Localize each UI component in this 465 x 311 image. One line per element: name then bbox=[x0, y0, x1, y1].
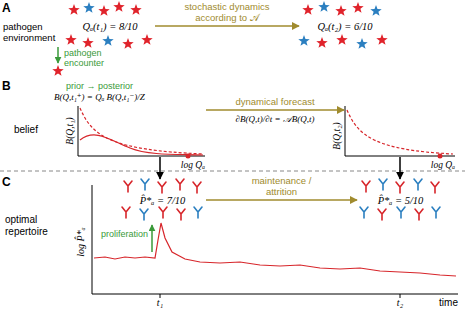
plot-axes bbox=[92, 185, 458, 294]
receptor-cluster bbox=[122, 179, 202, 220]
connector-arrow bbox=[159, 157, 161, 179]
pathogen-cluster bbox=[65, 1, 152, 49]
axis-label: time bbox=[439, 297, 458, 308]
annotation: pathogen encounter bbox=[64, 49, 114, 69]
edge-label: dynamical forecast bbox=[220, 97, 330, 107]
node-text: B(Q,t₂) bbox=[332, 122, 342, 149]
pathogen-cluster: Qₐ(t₂) = 6/10 bbox=[300, 4, 390, 48]
node-text: Qₐ(t₂) = 6/10 bbox=[317, 21, 372, 32]
equation: ∂B(Q,t)/∂t = 𝒜B(Q,t) bbox=[236, 114, 315, 125]
receptor-cluster: P̂*ₐ = 7/10 bbox=[120, 180, 205, 220]
row-label: optimal repertoire bbox=[5, 214, 67, 237]
panel-letter: C bbox=[2, 175, 11, 189]
panel-letter: B bbox=[2, 79, 11, 93]
connector-arrow bbox=[206, 199, 357, 201]
annotation: proliferation bbox=[101, 229, 148, 239]
connector-arrow bbox=[399, 157, 401, 179]
prior-curve bbox=[80, 108, 203, 154]
marker-dot bbox=[186, 154, 191, 159]
node-text: P̂*ₐ = 5/10 bbox=[378, 195, 424, 206]
separator bbox=[0, 171, 465, 172]
plot-axes bbox=[78, 106, 205, 156]
axis-label: log Qₐ bbox=[431, 160, 455, 170]
pathogen-cluster bbox=[298, 1, 387, 49]
axis-label: log Qₐ bbox=[181, 160, 205, 170]
edge-label: maintenance / attrition bbox=[242, 176, 322, 197]
tick-label: t₂ bbox=[397, 297, 403, 308]
row-label: belief bbox=[14, 124, 38, 135]
node-text: Qₐ(t₁) = 8/10 bbox=[82, 21, 137, 32]
encounter-arrow bbox=[57, 47, 59, 63]
encountered-pathogen bbox=[52, 65, 63, 76]
connector-arrow bbox=[206, 109, 344, 111]
posterior-curve bbox=[80, 135, 203, 155]
connector-arrow bbox=[155, 25, 299, 27]
belief-plot: B(Q,t₁)log Qₐ bbox=[78, 106, 205, 156]
node-text: P̂*ₐ = 7/10 bbox=[140, 195, 186, 206]
receptor-cluster: P̂*ₐ = 5/10 bbox=[358, 180, 443, 220]
belief-plot: B(Q,t₂)log Qₐ bbox=[345, 106, 455, 156]
axis-label: log P̂*ₐ bbox=[75, 227, 86, 256]
tick-label: t₁ bbox=[157, 297, 163, 308]
forecast-curve bbox=[347, 110, 453, 154]
edge-label: stochastic dynamics according to 𝒜 bbox=[177, 2, 277, 23]
receptor-cluster bbox=[360, 179, 440, 220]
equation: B(Q,t₁⁺) = Qₐ B(Q,t₁⁻)/Z bbox=[54, 92, 145, 102]
row-label: pathogen environment bbox=[3, 22, 63, 44]
repertoire-curve bbox=[94, 223, 456, 276]
plot-axes bbox=[345, 106, 455, 156]
annotation: prior → posterior bbox=[66, 81, 133, 91]
panel-letter: A bbox=[2, 1, 11, 15]
node-text: B(Q,t₁) bbox=[65, 117, 75, 144]
pathogen-cluster: Qₐ(t₁) = 8/10 bbox=[66, 4, 154, 48]
marker-dot bbox=[438, 154, 443, 159]
proliferation-arrow bbox=[151, 225, 153, 252]
